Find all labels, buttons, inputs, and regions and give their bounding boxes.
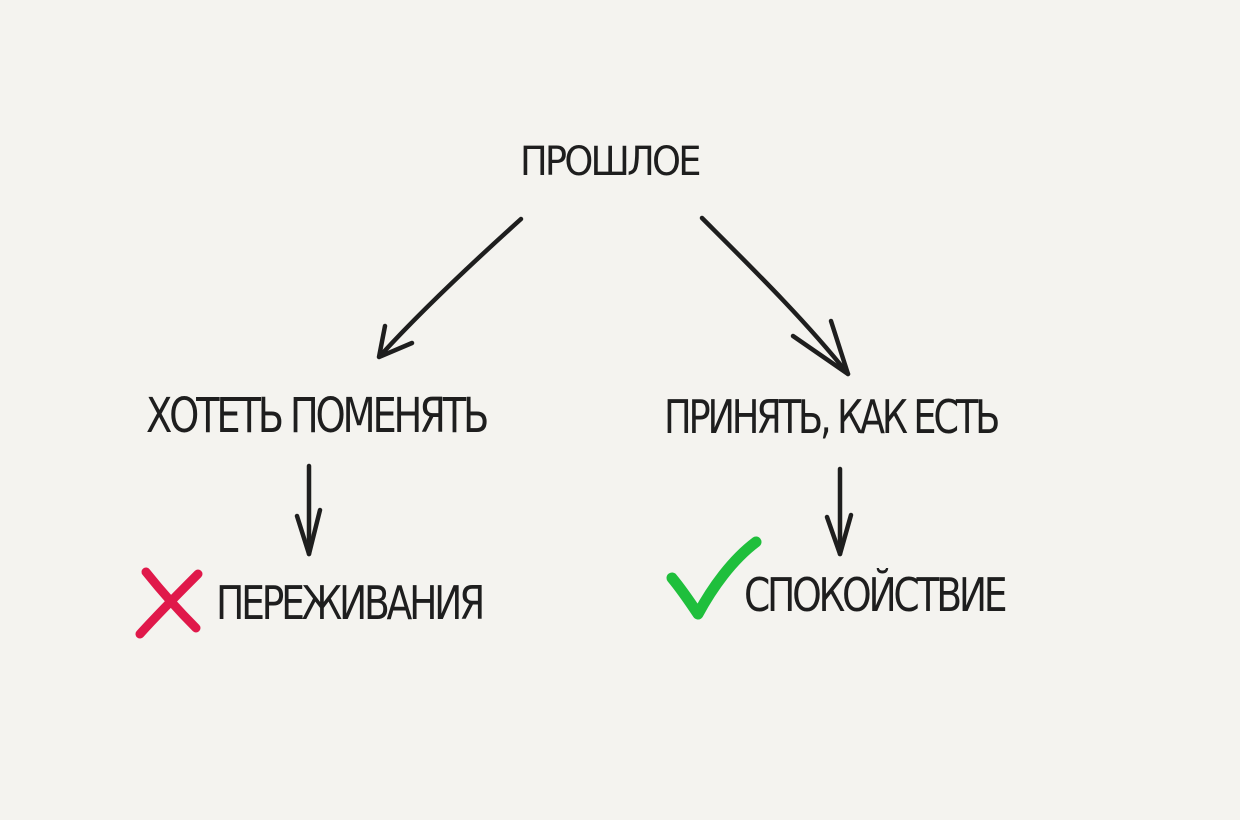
cross-icon [135, 567, 203, 639]
left-branch-label: ХОТЕТЬ ПОМЕНЯТЬ [146, 388, 489, 444]
right-branch-label: ПРИНЯТЬ, КАК ЕСТЬ [664, 390, 1000, 444]
arrow-root-to-right [699, 215, 851, 377]
left-result-label: ПЕРЕЖИВАНИЯ [216, 576, 485, 630]
right-result-label: СПОКОЙСТВИЕ [744, 568, 1008, 622]
arrow-root-to-left [376, 216, 524, 360]
root-label: ПРОШЛОЕ [520, 139, 702, 185]
checkmark-icon [666, 536, 762, 620]
arrow-right-to-result [824, 466, 854, 557]
arrow-left-to-result [294, 463, 323, 557]
